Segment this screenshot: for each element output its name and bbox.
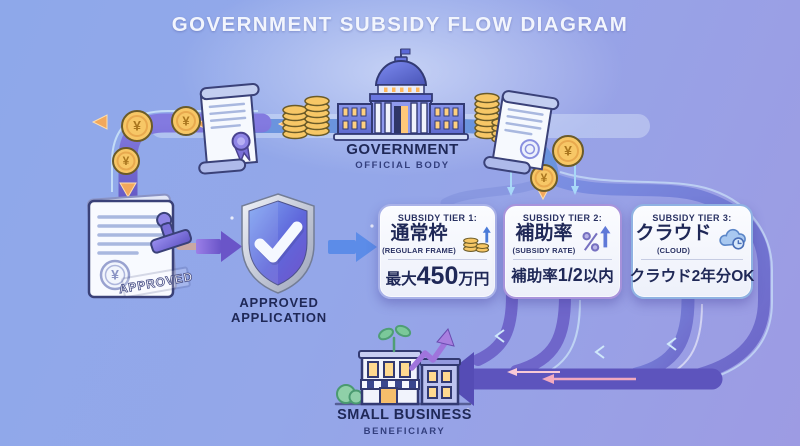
svg-text:¥: ¥ [182, 113, 190, 128]
checkmark-icon [254, 221, 303, 263]
office-building [419, 358, 461, 406]
divider [513, 258, 612, 260]
divider [388, 258, 487, 260]
chevron-icon [666, 337, 677, 351]
shield-to-tiers-arrow [328, 232, 377, 262]
svg-text:¥: ¥ [123, 154, 130, 168]
certificate-scroll-left [198, 83, 260, 175]
growth-arrow-icon [409, 328, 455, 371]
tier-3-name: クラウド [635, 223, 712, 244]
cloud-clock-icon [718, 229, 746, 251]
yen-coin: ¥ [121, 110, 153, 142]
yen-coin: ¥ [171, 106, 201, 136]
base-steps [333, 133, 469, 141]
tier-3-header: SUBSIDY TIER 3: [652, 213, 732, 223]
government-building-illustration [333, 48, 469, 141]
approved-document-illustration: ¥ APPROVED [87, 193, 195, 299]
flow-branch-right-accent [559, 171, 773, 381]
divider [641, 258, 743, 260]
tier-2-value: 補助率 1/2 以内 [511, 264, 614, 285]
wing-windows [342, 107, 459, 130]
plant-icon [378, 324, 412, 353]
svg-text:¥: ¥ [541, 171, 548, 185]
percent-growth-icon [582, 226, 611, 253]
svg-text:¥: ¥ [133, 118, 141, 134]
pink-arrow-long-head [542, 374, 554, 384]
government-label: GOVERNMENT [346, 141, 459, 158]
storefront-building [358, 350, 422, 406]
bush-icon [336, 384, 364, 405]
certificate-scroll-right [483, 90, 560, 175]
diagram-title: GOVERNMENT SUBSIDY FLOW DIAGRAM [171, 13, 629, 36]
approved-stamp-banner: APPROVED [117, 266, 195, 299]
flow-tier1-down [472, 290, 518, 366]
coins-growth-icon [463, 226, 491, 254]
svg-text:¥: ¥ [111, 267, 119, 283]
small-business-illustration [334, 324, 472, 406]
rubber-stamp-icon [150, 211, 193, 254]
tier-2-name: 補助率 [515, 223, 573, 244]
flow-tier2-down [510, 290, 571, 377]
subsidy-tier-2-card: SUBSIDY TIER 2: 補助率 (SUBSIDY RATE) 補助率 1… [503, 204, 622, 299]
tier-2-subname: (SUBSIDY RATE) [512, 245, 576, 255]
door [379, 387, 398, 405]
svg-text:¥: ¥ [564, 143, 572, 159]
approved-shield-illustration [241, 193, 315, 294]
approved-label-line2: APPLICATION [231, 309, 327, 325]
yen-coin: ¥ [112, 147, 140, 175]
government-sublabel: OFFICIAL BODY [355, 160, 450, 172]
yen-seal: ¥ [99, 259, 131, 291]
chevron-icon [594, 345, 605, 359]
columns [374, 102, 428, 134]
chevron-icon [494, 329, 505, 343]
flag-icon [400, 48, 411, 55]
beneficiary-sublabel: BENEFICIARY [363, 425, 446, 437]
stamp-seal-icon [519, 139, 540, 160]
yen-coin: ¥ [530, 164, 558, 192]
pink-arrow-short-head [507, 368, 517, 376]
yen-coin: ¥ [552, 135, 584, 167]
tier-1-subname: (REGULAR FRAME) [382, 245, 456, 255]
doc-to-shield-arrow [196, 231, 242, 262]
flow-tier3-down [629, 293, 695, 381]
dome [374, 59, 428, 86]
coin-stack-left [282, 95, 330, 140]
tier-1-name: 通常枠 [390, 223, 448, 244]
approved-label-line1: APPROVED [239, 295, 319, 310]
tier-3-subname: (CLOUD) [656, 245, 691, 255]
tier-2-header: SUBSIDY TIER 2: [522, 213, 603, 223]
beneficiary-label: SMALL BUSINESS [337, 407, 472, 423]
tier-1-header: SUBSIDY TIER 1: [397, 213, 478, 223]
